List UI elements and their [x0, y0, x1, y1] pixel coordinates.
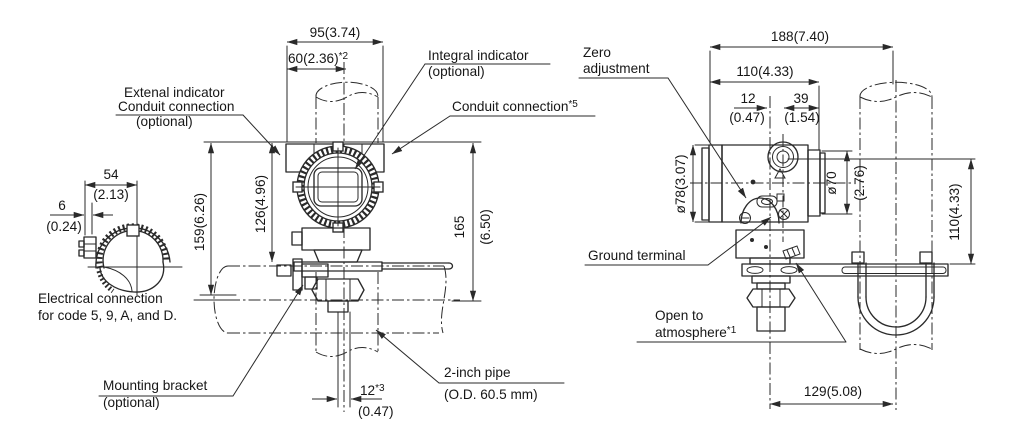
dim-165-inch: (6.50): [478, 209, 493, 245]
electrical-connection-caption-line1: Electrical connection: [38, 291, 163, 306]
dim-54-inch: (2.13): [93, 187, 129, 202]
front-labels: Extenal indicator Conduit connection (op…: [98, 48, 596, 410]
external-indicator-label-line2: Conduit connection: [118, 99, 234, 114]
dim-129: 129(5.08): [804, 384, 862, 399]
side-view: 188(7.40) 110(4.33) 12 (0.47) 39 (1.54) …: [578, 29, 976, 410]
open-to-atmosphere-label-line1: Open to: [655, 308, 703, 323]
bracket-rod: [448, 262, 454, 270]
electrical-connection-caption-line2: for code 5, 9, A, and D.: [38, 308, 177, 323]
dim-110-right: 110(4.33): [947, 183, 962, 240]
dim-39-inch: (1.54): [784, 110, 820, 125]
side-bracket-plate: [741, 263, 949, 277]
dim-12-stem: 12*3: [360, 383, 385, 398]
external-indicator-label-line1: Extenal indicator: [124, 85, 225, 100]
process-hex-nut: [311, 278, 365, 302]
horizontal-pipe-phantom: [213, 265, 460, 334]
dim-39: 39: [793, 91, 808, 106]
mounting-bracket-label-line1: Mounting bracket: [103, 378, 207, 393]
side-housing: [701, 141, 826, 224]
side-dimensions: 188(7.40) 110(4.33) 12 (0.47) 39 (1.54) …: [673, 29, 976, 408]
side-pipe-phantom: [859, 80, 933, 410]
front-housing: [285, 141, 385, 233]
front-view: 95(3.74) 60(2.36)*2 159(6.26) 126(4.96) …: [98, 25, 596, 419]
u-bolt: [851, 251, 935, 336]
integral-indicator-label-line1: Integral indicator: [428, 48, 529, 63]
dim-60: 60(2.36)*2: [288, 51, 349, 66]
integral-indicator-label-line2: (optional): [428, 64, 485, 79]
warning-triangle-icon: [774, 167, 786, 179]
zero-adjustment-label-line1: Zero: [583, 45, 611, 60]
top-conduit-connection: [767, 141, 799, 173]
side-labels: Zero adjustment Ground terminal Open to …: [578, 45, 847, 343]
bracket-bolt: [276, 264, 292, 277]
zero-adjustment-label-line2: adjustment: [583, 61, 650, 76]
dim-110-top: 110(4.33): [736, 64, 793, 79]
dim-188: 188(7.40): [771, 29, 829, 44]
zero-adjustment-cover: [740, 197, 780, 224]
ground-terminal-screw: [778, 208, 790, 220]
dim-12-inch: (0.47): [729, 110, 765, 125]
side-hex-nut: [746, 288, 796, 308]
dim-95: 95(3.74): [310, 25, 361, 40]
external-indicator-label-line3: (optional): [136, 114, 193, 129]
vent-plug: [782, 245, 801, 260]
dim-6-inch: (0.24): [46, 219, 82, 234]
mounting-bracket-label-line2: (optional): [103, 395, 160, 410]
pipe-label-line2: (O.D. 60.5 mm): [444, 387, 538, 402]
dim-165: 165: [452, 216, 467, 239]
bracket-plate: [293, 261, 383, 272]
left-detail-view: 54 (2.13) 6 (0.24) Electrical connection…: [38, 167, 231, 323]
front-body: [276, 227, 454, 408]
dim-159: 159(6.26): [192, 193, 207, 251]
pipe-label-line1: 2-inch pipe: [444, 365, 511, 380]
front-dimensions: 95(3.74) 60(2.36)*2 159(6.26) 126(4.96) …: [192, 25, 493, 419]
dim-126: 126(4.96): [253, 175, 268, 233]
dim-12-stem-inch: (0.47): [358, 404, 394, 419]
open-to-atmosphere-label-line2: atmosphere*1: [655, 325, 737, 340]
dim-dia78: ø78(3.07): [673, 155, 688, 214]
conduit-connection-label: Conduit connection*5: [452, 99, 578, 114]
dim-6: 6: [58, 198, 66, 213]
side-lower-body: [735, 229, 949, 336]
dim-12: 12: [740, 91, 755, 106]
dim-54: 54: [103, 167, 119, 182]
electrical-connection-detail: [78, 223, 171, 294]
dim-dia70-inch: (2.76): [852, 165, 867, 201]
ground-terminal-label: Ground terminal: [588, 248, 685, 263]
dim-dia70: ø70: [824, 171, 839, 195]
